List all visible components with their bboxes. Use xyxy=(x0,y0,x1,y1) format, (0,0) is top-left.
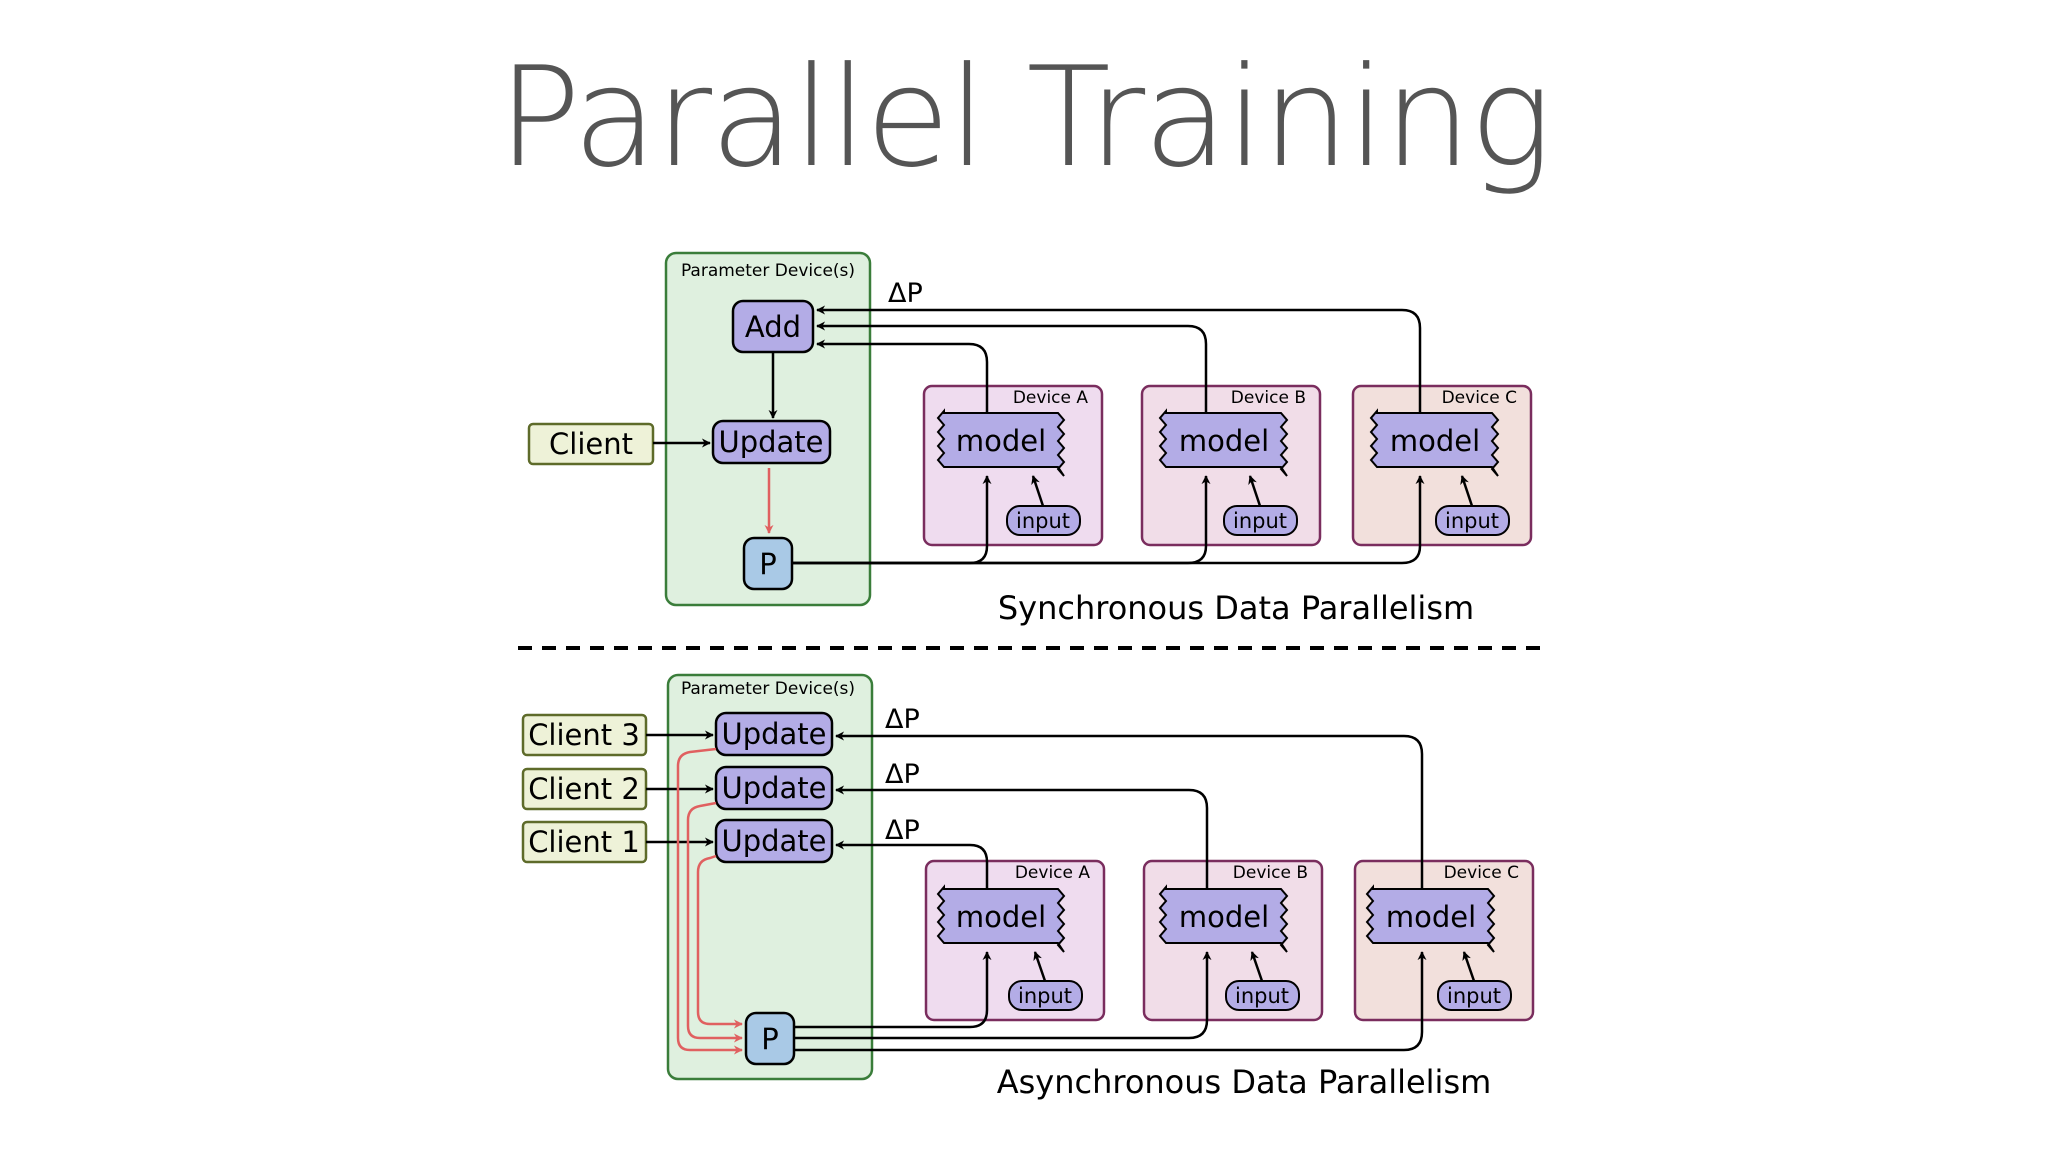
async-update-label-2: Update xyxy=(721,771,826,805)
async-section: Parameter Device(s) Device A Device B De… xyxy=(521,673,1535,1101)
async-input-b-box xyxy=(1225,980,1300,1011)
async-param-device-label: Parameter Device(s) xyxy=(681,679,855,699)
sync-add-label: Add xyxy=(745,310,801,344)
sync-device-a-label: Device A xyxy=(1013,388,1089,408)
async-p-label: P xyxy=(761,1022,779,1056)
async-device-b-label: Device B xyxy=(1233,863,1308,883)
async-input-a-box xyxy=(1008,980,1083,1011)
async-model-a-box xyxy=(936,884,1066,953)
async-delta-c-arrow xyxy=(835,731,1424,889)
async-input-a-arrow xyxy=(1033,951,1047,982)
async-input-a-label: input xyxy=(1018,984,1072,1008)
sync-p-to-model-c-arrow xyxy=(792,475,1425,565)
async-update-label-3: Update xyxy=(721,717,826,751)
async-p-to-model-b-arrow xyxy=(794,951,1212,1040)
sync-model-a-label: model xyxy=(956,424,1046,458)
sync-delta-label: ΔP xyxy=(888,278,923,309)
async-update-3-to-p-arrow xyxy=(676,747,743,1055)
sync-client-label: Client xyxy=(549,427,633,461)
async-update-1-to-p-arrow xyxy=(696,854,743,1029)
sync-delta-a-arrow xyxy=(816,339,989,413)
sync-input-b-label: input xyxy=(1233,509,1287,533)
sync-input-b-arrow xyxy=(1248,475,1262,507)
async-update-node-1 xyxy=(714,818,834,864)
async-client-1-label-text: Client 1 xyxy=(528,825,640,859)
sync-model-c-label: model xyxy=(1390,424,1480,458)
async-input-c-arrow xyxy=(1462,951,1476,982)
async-update-label-1: Update xyxy=(721,824,826,858)
sync-delta-b-arrow xyxy=(816,321,1208,413)
async-device-c-label: Device C xyxy=(1444,863,1519,883)
sync-model-b-label: model xyxy=(1179,424,1269,458)
sync-model-a-box xyxy=(936,408,1066,477)
async-update-node-3 xyxy=(714,711,834,757)
async-delta-a-arrow xyxy=(835,840,989,889)
slide-title: Parallel Training xyxy=(497,37,1552,198)
sync-input-a-box xyxy=(1006,505,1081,536)
async-delta-label-2: ΔP xyxy=(885,759,920,790)
sync-section: Parameter Device(s) Device A Device B De… xyxy=(527,251,1533,627)
sync-delta-c-arrow xyxy=(816,305,1422,413)
sync-update-label: Update xyxy=(718,425,823,459)
async-delta-label-3: ΔP xyxy=(885,704,920,735)
async-model-c-box xyxy=(1365,884,1496,953)
sync-caption: Synchronous Data Parallelism xyxy=(998,589,1474,627)
async-caption: Asynchronous Data Parallelism xyxy=(997,1063,1492,1101)
sync-input-c-box xyxy=(1435,505,1510,536)
async-input-b-label: input xyxy=(1235,984,1289,1008)
sync-input-c-label: input xyxy=(1445,509,1499,533)
async-p-to-model-c-arrow xyxy=(794,951,1427,1052)
async-model-c-label: model xyxy=(1386,900,1476,934)
async-delta-b-arrow xyxy=(835,785,1209,889)
sync-input-a-arrow xyxy=(1031,475,1045,507)
async-device-a-label: Device A xyxy=(1015,863,1091,883)
async-p-to-model-a-arrow xyxy=(794,951,992,1029)
sync-input-c-arrow xyxy=(1460,475,1474,507)
sync-input-b-box xyxy=(1223,505,1298,536)
async-model-b-box xyxy=(1158,884,1289,953)
async-model-b-label: model xyxy=(1179,900,1269,934)
async-delta-label-1: ΔP xyxy=(885,815,920,846)
async-update-node-2 xyxy=(714,765,834,811)
async-model-a-label: model xyxy=(956,900,1046,934)
sync-model-c-box xyxy=(1369,408,1500,477)
async-input-c-box xyxy=(1437,980,1512,1011)
sync-update-node xyxy=(711,419,832,465)
sync-param-device-label: Parameter Device(s) xyxy=(681,261,855,281)
async-input-b-arrow xyxy=(1250,951,1264,982)
sync-p-label: P xyxy=(759,547,777,581)
async-client-2-label: Client 2 xyxy=(528,772,640,806)
async-client-3-label: Client 3 xyxy=(528,718,640,752)
async-input-c-label: input xyxy=(1447,984,1501,1008)
sync-device-c-label: Device C xyxy=(1442,388,1517,408)
async-update-2-to-p-arrow xyxy=(686,801,743,1043)
sync-model-b-box xyxy=(1158,408,1289,477)
sync-device-b-label: Device B xyxy=(1231,388,1306,408)
sync-input-a-label: input xyxy=(1016,509,1070,533)
